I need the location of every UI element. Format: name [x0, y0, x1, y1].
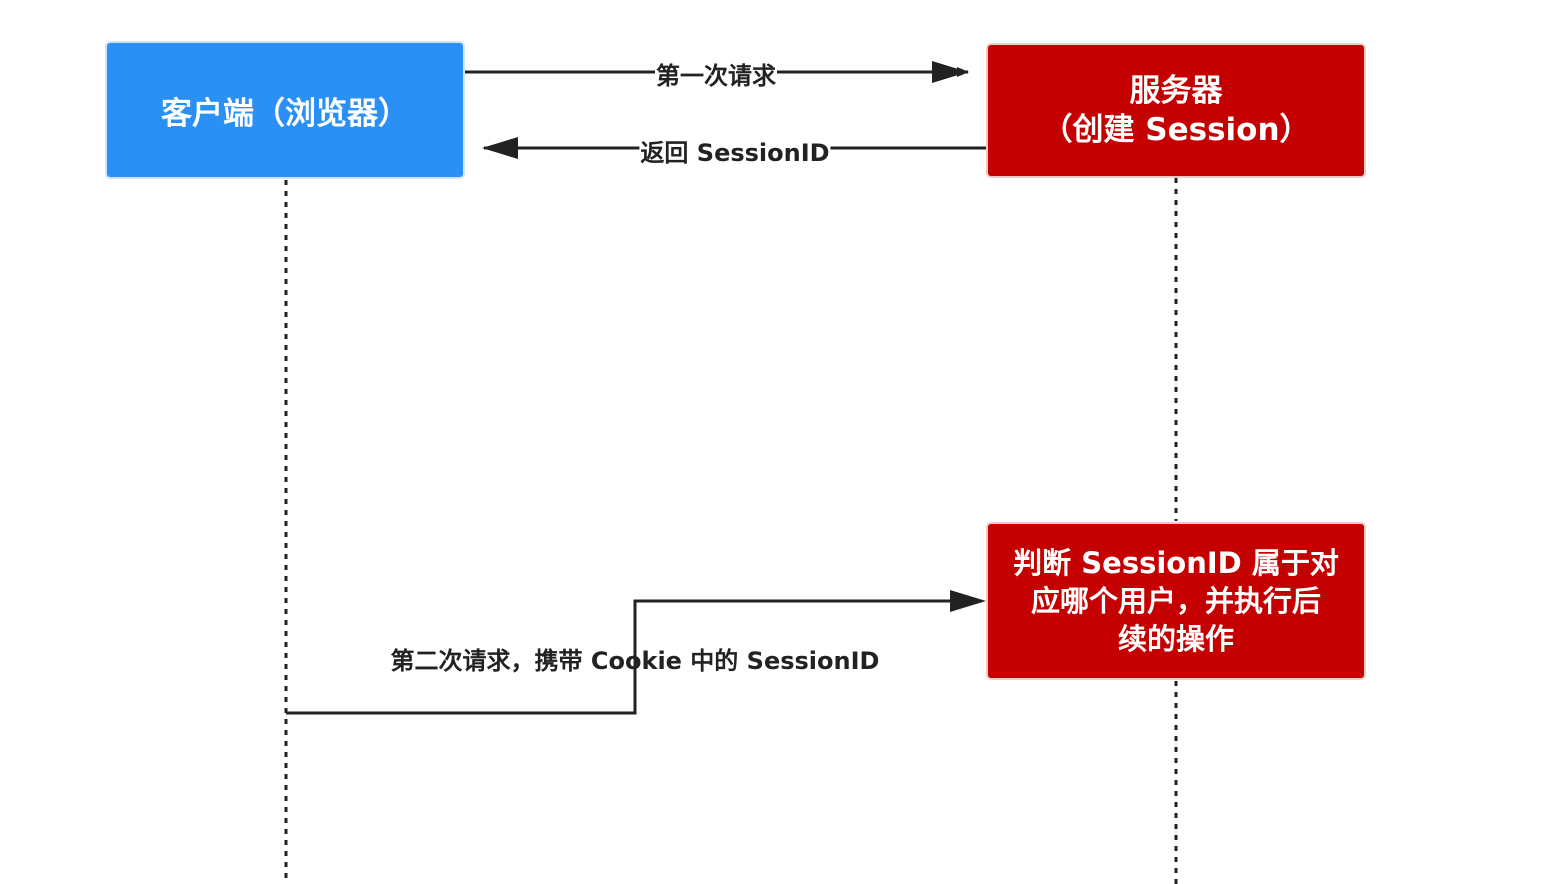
second-request-arrow: [286, 599, 950, 715]
first-request-arrowhead: [932, 61, 968, 83]
client-browser-node: 客户端（浏览器）: [105, 41, 465, 179]
second-request-label: 第二次请求，携带 Cookie 中的 SessionID: [390, 647, 880, 675]
return-session-arrowhead: [482, 137, 518, 159]
judge-sessionid-node: 判断 SessionID 属于对 应哪个用户，并执行后 续的操作: [986, 522, 1366, 680]
second-request-arrowhead: [950, 590, 986, 612]
first-request-label: 第一次请求: [655, 61, 777, 91]
server-node: 服务器 （创建 Session）: [986, 43, 1366, 178]
return-session-label: 返回 SessionID: [639, 138, 831, 168]
